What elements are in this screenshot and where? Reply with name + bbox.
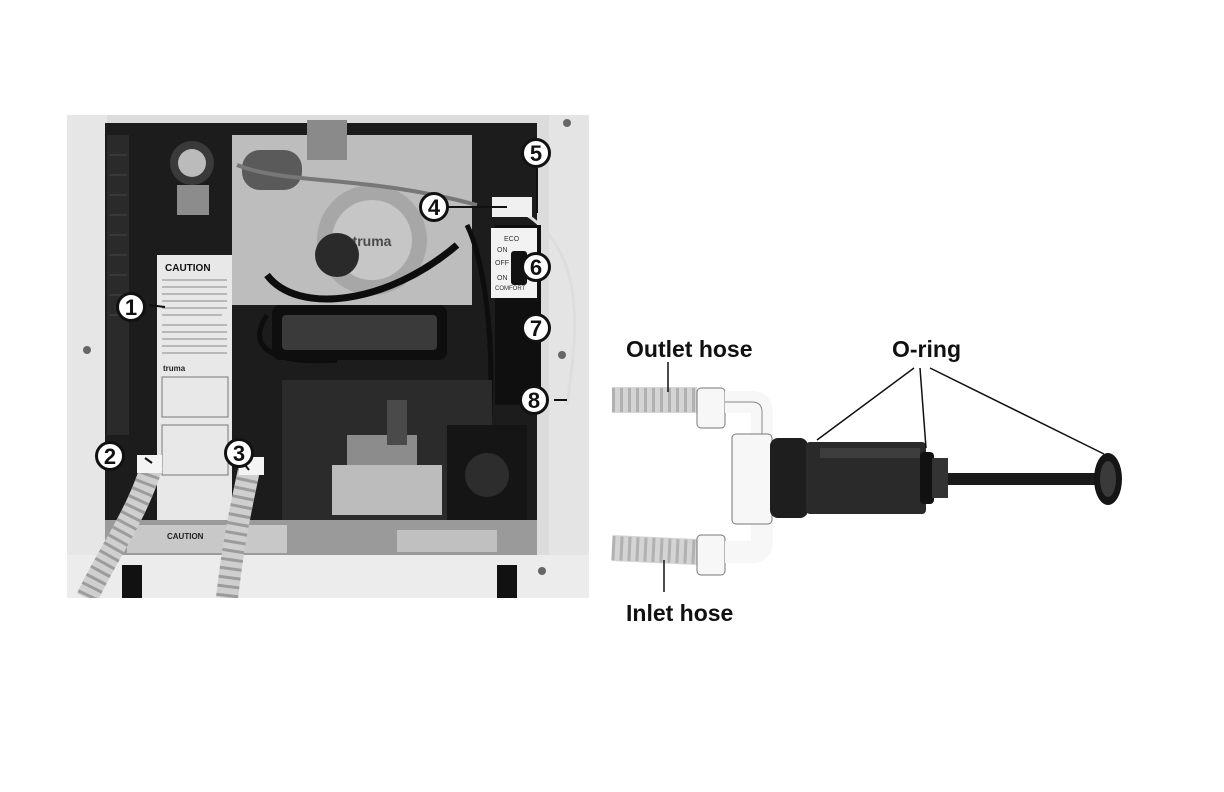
outlet-hose-label: Outlet hose [626,336,753,363]
caution-label-title: CAUTION [165,263,211,274]
hose-valve-diagram [612,330,1152,630]
brand-logo: truma [353,233,392,249]
switch-on-label: ON [497,247,508,254]
oring-middle [920,452,934,504]
callout-2: 2 [95,441,125,471]
water-heater-illustration: truma ECO ON OFF ON COMFORT CAUTION [67,115,589,598]
callout-4: 4 [419,192,449,222]
oring-label: O-ring [892,336,961,363]
switch-off-label: OFF [495,260,509,267]
inlet-hose-label: Inlet hose [626,600,733,627]
switch-comfort-label: COMFORT [495,286,526,292]
switch-on2-label: ON [497,275,508,282]
valve-assembly-illustration [612,330,1152,630]
caution-label-brand: truma [163,364,186,373]
callout-5: 5 [521,138,551,168]
bottom-caution-placard: CAUTION [167,532,204,541]
switch-eco-label: ECO [504,236,520,243]
callout-8: 8 [519,385,549,415]
callout-6: 6 [521,252,551,282]
callout-3: 3 [224,438,254,468]
callout-1: 1 [116,292,146,322]
callout-7: 7 [521,313,551,343]
water-heater-photo: truma ECO ON OFF ON COMFORT CAUTION [67,115,589,598]
